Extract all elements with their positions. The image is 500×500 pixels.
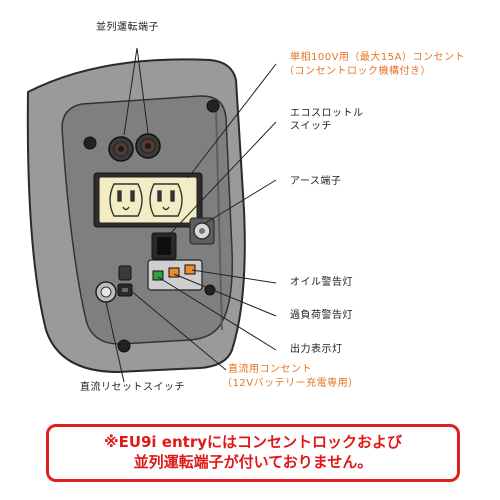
- label-eco-throttle-line2: スイッチ: [290, 121, 332, 132]
- label-oil-warning: オイル警告灯: [290, 277, 353, 288]
- screw-bottom-left: [117, 339, 131, 353]
- label-output-indicator: 出力表示灯: [290, 344, 343, 355]
- dc-reset-switch: [95, 281, 117, 303]
- ac-socket-left: [109, 183, 143, 217]
- label-eco-throttle-line1: エコスロットル: [290, 108, 364, 119]
- output-indicator-lamp: [152, 270, 164, 281]
- leader-lines: [105, 47, 277, 383]
- parallel-terminal-right: [135, 133, 161, 159]
- label-overload-warning: 過負荷警告灯: [290, 310, 353, 321]
- ac-socket-right: [149, 183, 183, 217]
- label-ac-outlet-line1: 単相100V用（最大15A）コンセント: [290, 52, 465, 63]
- notice-box: ※EU9i entryにはコンセントロックおよび 並列運転端子が付いておりません…: [46, 424, 460, 482]
- overload-warning-lamp: [168, 267, 180, 278]
- screw-top-right: [206, 99, 220, 113]
- notice-line1: ※EU9i entryにはコンセントロックおよび: [103, 433, 402, 451]
- notice-line2: 並列運転端子が付いておりません。: [133, 453, 373, 471]
- parallel-terminal-left: [108, 136, 134, 162]
- label-ground-terminal: アース端子: [290, 176, 342, 187]
- oil-warning-lamp: [184, 264, 196, 275]
- ac-outlet-plate: [98, 176, 198, 224]
- screw-top-left: [83, 136, 97, 150]
- ground-terminal: [189, 217, 215, 245]
- label-dc-outlet-line2: （12Vバッテリー充電専用）: [222, 378, 359, 389]
- dc-outlet: [117, 265, 133, 297]
- label-ac-outlet-line2: （コンセントロック機構付き）: [284, 66, 431, 77]
- label-parallel-terminal: 並列運転端子: [96, 22, 159, 33]
- eco-throttle-switch-rocker: [157, 237, 171, 255]
- label-dc-reset-switch: 直流リセットスイッチ: [80, 382, 185, 393]
- label-dc-outlet-line1: 直流用コンセント: [228, 364, 312, 375]
